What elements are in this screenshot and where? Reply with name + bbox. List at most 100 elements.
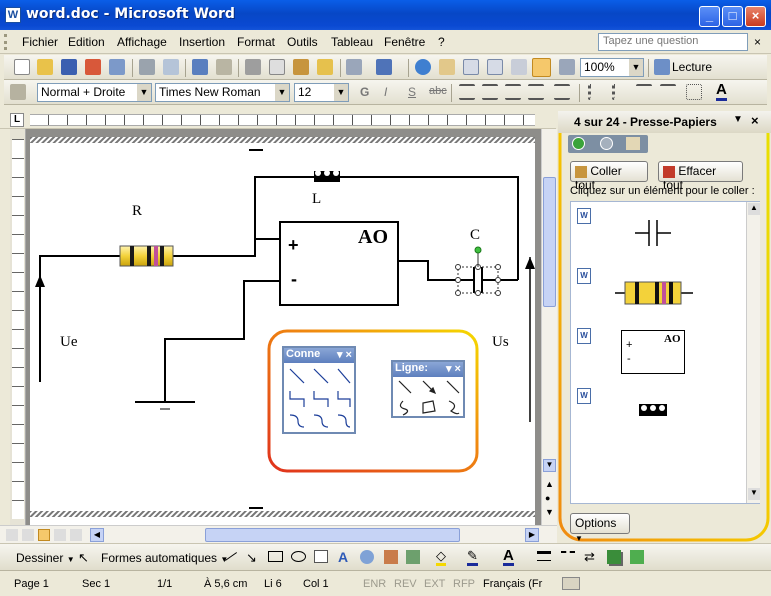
font-color-icon[interactable]: A (716, 82, 727, 101)
maximize-button[interactable]: □ (722, 6, 743, 27)
cut-icon[interactable] (245, 59, 261, 75)
insert-table-icon[interactable] (463, 59, 479, 75)
outline-view-icon[interactable] (54, 529, 66, 541)
clipart-icon[interactable] (384, 550, 398, 564)
font-size-combo[interactable]: 12 ▼ (294, 83, 349, 102)
bullets-icon[interactable] (612, 84, 628, 100)
document-map-icon[interactable] (559, 59, 575, 75)
line-style-icon[interactable] (537, 551, 551, 561)
menu-insertion[interactable]: Insertion (179, 35, 226, 49)
font-color-icon[interactable]: A (503, 547, 514, 566)
scroll-left-button[interactable]: ◀ (90, 528, 104, 542)
status-record[interactable]: ENR (363, 578, 387, 590)
align-right-icon[interactable] (505, 84, 521, 100)
close-button[interactable]: × (745, 6, 766, 27)
connector-grid[interactable] (284, 363, 354, 433)
justify-icon[interactable] (528, 84, 544, 100)
wordart-icon[interactable]: A (338, 549, 349, 565)
permission-icon[interactable] (85, 59, 101, 75)
print-preview-icon[interactable] (163, 59, 179, 75)
menu-edition[interactable]: Edition (68, 35, 105, 49)
reading-view-icon[interactable] (70, 529, 82, 541)
horizontal-ruler[interactable]: L (0, 111, 556, 129)
format-painter-icon[interactable] (317, 59, 333, 75)
select-browse-object-icon[interactable]: ● (545, 493, 551, 503)
font-combo[interactable]: Times New Roman ▼ (155, 83, 290, 102)
new-document-icon[interactable] (14, 59, 30, 75)
menu-tableau[interactable]: Tableau (331, 35, 374, 49)
underline-button[interactable]: S (408, 85, 417, 99)
bold-button[interactable]: G (360, 85, 370, 99)
3d-style-icon[interactable] (630, 550, 644, 564)
increase-indent-icon[interactable] (660, 84, 676, 100)
drawing-toggle-icon[interactable] (532, 58, 551, 77)
email-icon[interactable] (109, 59, 125, 75)
document-area[interactable]: R L C AO + - Ue Us Conne ▾ × Ligne: (26, 129, 541, 525)
lines-toolbar[interactable]: Ligne: ▾ × (391, 360, 465, 418)
select-objects-icon[interactable]: ↖ (78, 550, 89, 565)
tables-borders-icon[interactable] (439, 59, 455, 75)
italic-button[interactable]: I (384, 85, 388, 99)
print-icon[interactable] (139, 59, 155, 75)
spelling-icon[interactable] (192, 59, 208, 75)
undo-icon[interactable] (346, 59, 362, 75)
menu-affichage[interactable]: Affichage (117, 35, 167, 49)
horizontal-scroll-thumb[interactable] (205, 528, 460, 542)
draw-menu-button[interactable]: Dessiner ▼ (16, 551, 75, 565)
options-button[interactable]: Options ▼ (570, 513, 630, 543)
clipboard-item[interactable]: W (571, 382, 745, 432)
clipboard-item[interactable]: W (571, 202, 745, 262)
circuit-drawing[interactable] (30, 137, 535, 525)
ask-question-input[interactable]: Tapez une question (598, 33, 748, 51)
horizontal-scrollbar[interactable]: ◀ ▶ (0, 525, 557, 543)
home-icon[interactable] (626, 137, 640, 150)
menu-format[interactable]: Format (237, 35, 276, 49)
clipboard-item[interactable]: W AO + - (571, 322, 745, 382)
dash-style-icon[interactable] (561, 551, 575, 561)
scroll-right-button[interactable]: ▶ (525, 528, 539, 542)
research-icon[interactable] (216, 59, 232, 75)
back-icon[interactable] (572, 137, 585, 150)
menu-outils[interactable]: Outils (287, 35, 318, 49)
close-icon[interactable]: ▾ × (336, 349, 352, 361)
status-extend[interactable]: EXT (424, 578, 446, 590)
text-box-icon[interactable] (314, 550, 328, 563)
clipboard-list[interactable]: ▲ ▼ W W W AO (570, 201, 760, 504)
style-combo[interactable]: Normal + Droite ▼ (37, 83, 152, 102)
hyperlink-icon[interactable] (415, 59, 431, 75)
align-left-icon[interactable] (459, 84, 475, 100)
borders-icon[interactable] (686, 84, 702, 100)
menu-fenetre[interactable]: Fenêtre (384, 35, 426, 49)
strikethrough-button[interactable]: abc (429, 85, 447, 97)
chevron-down-icon[interactable]: ▼ (275, 84, 289, 101)
copy-icon[interactable] (269, 59, 285, 75)
scroll-up-button[interactable]: ▲ (748, 203, 760, 215)
open-folder-icon[interactable] (37, 59, 53, 75)
print-layout-icon[interactable] (38, 529, 50, 541)
chevron-down-icon[interactable]: ▼ (137, 84, 151, 101)
rectangle-tool-icon[interactable] (268, 551, 283, 562)
clear-all-button[interactable]: Effacer tout (658, 161, 743, 192)
line-spacing-icon[interactable] (554, 84, 570, 100)
close-icon[interactable]: × (751, 113, 759, 128)
arrow-style-icon[interactable]: ⇄ (584, 549, 595, 564)
connectors-toolbar[interactable]: Conne ▾ × (282, 346, 356, 434)
insert-excel-icon[interactable] (487, 59, 503, 75)
close-document-icon[interactable]: × (754, 35, 762, 49)
status-revision[interactable]: REV (394, 578, 417, 590)
clipboard-scrollbar[interactable]: ▲ ▼ (746, 202, 760, 503)
close-icon[interactable]: ▾ × (445, 363, 461, 375)
previous-page-icon[interactable]: ▲ (545, 479, 554, 489)
oval-tool-icon[interactable] (291, 551, 306, 562)
minimize-button[interactable]: _ (699, 6, 720, 27)
line-color-icon[interactable]: ✎ (467, 549, 478, 566)
lines-grid[interactable] (393, 377, 463, 417)
status-overtype[interactable]: RFP (453, 578, 475, 590)
vertical-scrollbar[interactable]: ▼ ▲ ● ▼ (541, 129, 557, 525)
web-layout-icon[interactable] (22, 529, 34, 541)
chevron-down-icon[interactable]: ▼ (334, 84, 348, 101)
zoom-combo[interactable]: 100% ▼ (580, 58, 644, 77)
scroll-thumb[interactable] (543, 177, 556, 307)
scroll-down-button[interactable]: ▼ (543, 459, 556, 472)
menu-grip[interactable] (4, 34, 12, 50)
